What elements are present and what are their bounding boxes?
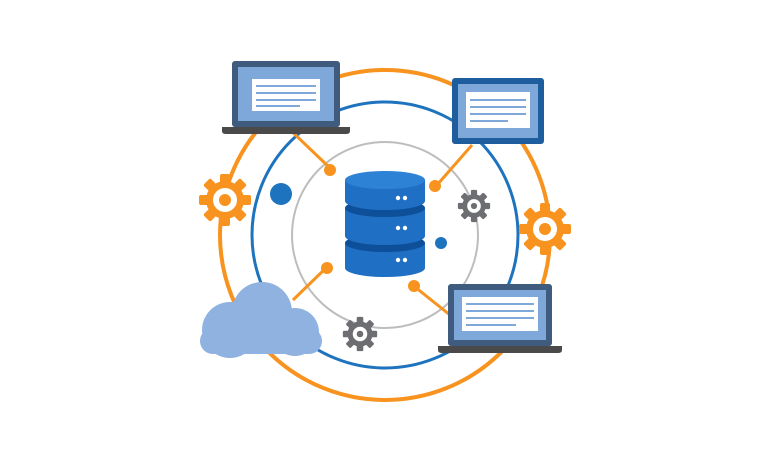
blue-dot-small xyxy=(435,237,447,249)
connector-node xyxy=(429,180,441,192)
gear-icon xyxy=(342,316,378,352)
connector-nodes xyxy=(321,164,441,292)
gear-icon xyxy=(199,174,251,226)
connector-node xyxy=(324,164,336,176)
connector-node xyxy=(408,280,420,292)
blue-dot-large xyxy=(270,183,292,205)
laptop-icon xyxy=(222,61,350,134)
middle-ring xyxy=(250,100,520,370)
inner-ring xyxy=(291,141,479,329)
connector-bottom-left xyxy=(291,265,329,302)
connector-bottom-right xyxy=(414,285,451,317)
cloud-icon xyxy=(200,282,322,358)
laptop-icon xyxy=(438,284,562,353)
gear-icon xyxy=(457,189,491,223)
database-icon xyxy=(345,171,425,277)
gear-icon xyxy=(519,203,571,255)
connector-node xyxy=(321,262,333,274)
monitor-icon xyxy=(452,78,544,144)
connector-top-right xyxy=(435,144,474,186)
